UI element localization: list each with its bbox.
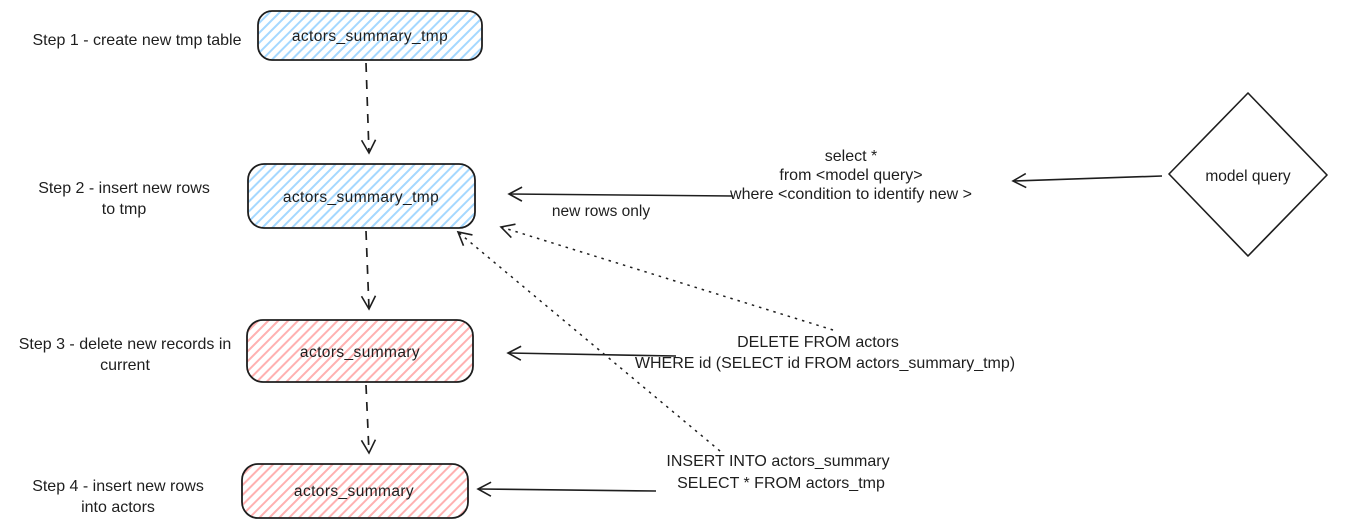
- step-2-label-line1: Step 2 - insert new rows: [38, 180, 210, 197]
- insert-query-line1: INSERT INTO actors_summary: [666, 453, 889, 470]
- step-4-label-line1: Step 4 - insert new rows: [32, 478, 204, 495]
- model-query-diamond: model query: [1168, 92, 1328, 257]
- solid-arrow-diamond-to-query: [1011, 172, 1163, 189]
- step-2-label-line2: to tmp: [102, 201, 147, 218]
- node-step2-box-label: actors_summary_tmp: [283, 189, 439, 206]
- solid-arrow-delete-to-step3: [506, 345, 677, 361]
- solid-arrow-insert-to-step4: [476, 481, 657, 497]
- solid-arrow-query-to-step2: [507, 186, 734, 202]
- node-step3-box-label: actors_summary: [300, 344, 420, 361]
- step-3-label-line2: current: [100, 357, 150, 374]
- step-4-label-line2: into actors: [81, 499, 155, 516]
- node-step4-box-label: actors_summary: [294, 483, 414, 500]
- model-query-label: model query: [1205, 168, 1291, 185]
- step-1-label: Step 1 - create new tmp table: [33, 32, 242, 49]
- node-step1-tmp-table: actors_summary_tmp: [257, 10, 483, 61]
- insert-query-line2: SELECT * FROM actors_tmp: [677, 475, 885, 492]
- delete-query-line2: WHERE id (SELECT id FROM actors_summary_…: [635, 355, 1015, 372]
- node-step4-actors-summary: actors_summary: [241, 463, 469, 519]
- select-query-line2: from <model query>: [779, 167, 922, 184]
- dashed-arrow-step2-to-step3: [360, 230, 377, 311]
- node-step2-tmp-table: actors_summary_tmp: [247, 163, 476, 229]
- select-query-text: select * from <model query> where <condi…: [729, 148, 972, 203]
- delete-query-text: DELETE FROM actors WHERE id (SELECT id F…: [635, 334, 1015, 372]
- select-query-line1: select *: [825, 148, 877, 165]
- select-query-line3: where <condition to identify new >: [729, 186, 972, 203]
- node-step1-box-label: actors_summary_tmp: [292, 28, 448, 45]
- step-3-label-line1: Step 3 - delete new records in: [19, 336, 232, 353]
- dotted-arrow-insert-to-tmp: [456, 230, 721, 452]
- new-rows-only-label: new rows only: [552, 203, 650, 220]
- dotted-arrow-delete-to-tmp: [499, 223, 834, 331]
- insert-query-text: INSERT INTO actors_summary SELECT * FROM…: [666, 453, 889, 492]
- node-step3-actors-summary: actors_summary: [246, 319, 474, 383]
- dashed-arrow-step3-to-step4: [360, 384, 377, 455]
- delete-query-line1: DELETE FROM actors: [737, 334, 899, 351]
- dashed-arrow-step1-to-step2: [360, 62, 377, 155]
